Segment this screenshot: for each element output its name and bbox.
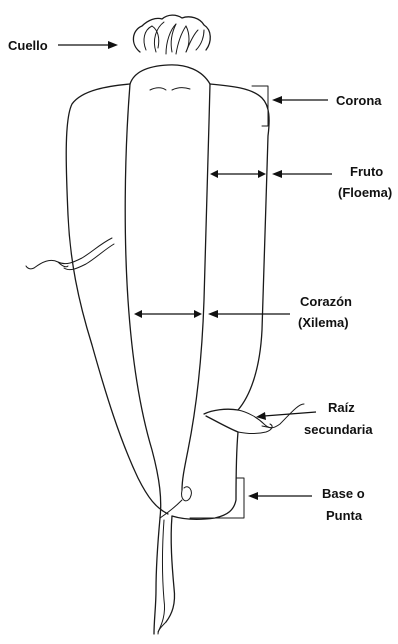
fruto-width-arrow xyxy=(210,170,266,178)
label-raiz: Raíz xyxy=(328,400,355,415)
label-fruto: Fruto xyxy=(350,164,383,179)
label-xilema: (Xilema) xyxy=(298,315,349,330)
label-secundaria: secundaria xyxy=(304,422,373,437)
leaf-stubs xyxy=(133,15,210,54)
taproot-tail xyxy=(154,516,175,634)
corazon-width-arrow xyxy=(134,310,202,318)
raiz-pointer xyxy=(256,412,316,420)
brackets xyxy=(190,86,268,518)
label-corazon: Corazón xyxy=(300,294,352,309)
base-pointer xyxy=(248,492,312,500)
label-floema: (Floema) xyxy=(338,185,392,200)
crown xyxy=(130,65,210,90)
carrot-body xyxy=(66,84,269,519)
cuello-pointer xyxy=(58,41,118,49)
core xyxy=(125,84,210,518)
corona-pointer xyxy=(272,96,328,104)
label-cuello: Cuello xyxy=(8,38,48,53)
fruto-pointer xyxy=(272,170,332,178)
label-punta: Punta xyxy=(326,508,363,523)
label-base: Base o xyxy=(322,486,365,501)
corazon-pointer xyxy=(208,310,290,318)
secondary-root-right xyxy=(204,404,304,434)
label-corona: Corona xyxy=(336,93,382,108)
